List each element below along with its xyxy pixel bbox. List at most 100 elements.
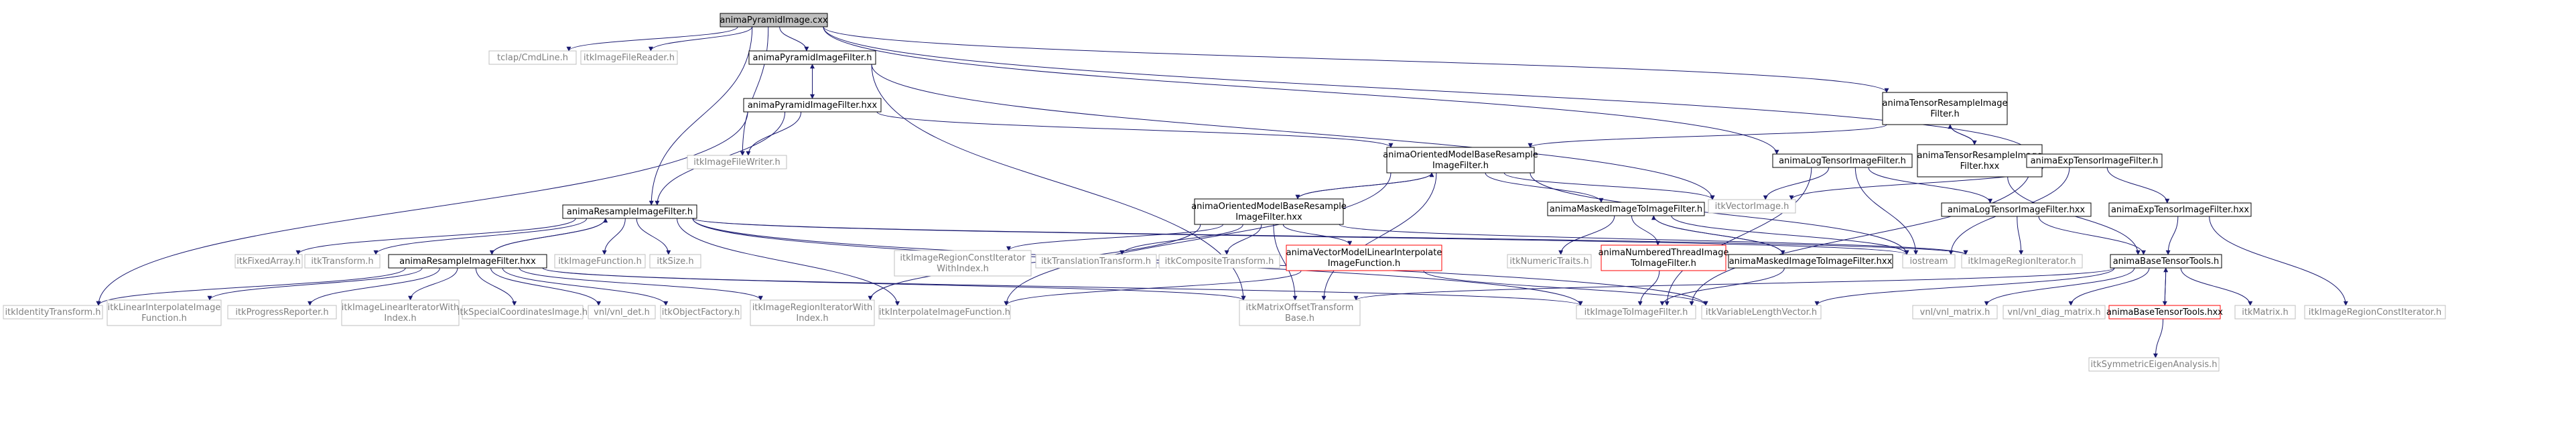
node-box bbox=[748, 50, 876, 65]
edge-animaresampleimagefilter-hxx-to-itkprogressreporter-h bbox=[308, 267, 440, 306]
node-animalogtensorimagefilter-hxx[interactable]: animaLogTensorImageFilter.hxx bbox=[1941, 202, 2092, 217]
edge-animamaskedimagetoimagefilter-hxx-to-itkimagetoimagefilter-h bbox=[1659, 267, 1785, 306]
node-box bbox=[1701, 305, 1822, 320]
node-box bbox=[2110, 254, 2222, 269]
node-label: itkTranslationTransform.h bbox=[1041, 257, 1151, 267]
node-animaexptensorimagefilter-h[interactable]: animaExpTensorImageFilter.h bbox=[2026, 153, 2163, 168]
node-box bbox=[388, 254, 547, 269]
node-animaorientedmodelbaseresampleimagefilter-h[interactable]: animaOrientedModelBaseResampleImageFilte… bbox=[1383, 147, 1538, 173]
node-label: itkSize.h bbox=[657, 257, 693, 267]
node-label: vnl/vnl_diag_matrix.h bbox=[2007, 307, 2100, 317]
edge-animaresampleimagefilter-h-to-itkinterpolateimagefunction-h bbox=[677, 218, 900, 306]
node-box bbox=[1601, 244, 1726, 271]
edge-animalogtensorimagefilter-h-to-itkimagetoimagefilter-h bbox=[1664, 167, 1812, 306]
node-animavectormodellinearinterpolateimagefunction-h[interactable]: animaVectorModelLinearInterpolateImageFu… bbox=[1286, 244, 1442, 271]
edge-animaorientedmodelbaseresampleimagefilter-hxx-to-itkimageregioniterator-h bbox=[1339, 224, 1968, 255]
node-label: animaExpTensorImageFilter.h bbox=[2031, 156, 2159, 166]
node-animabasetensortools-h[interactable]: animaBaseTensorTools.h bbox=[2110, 254, 2222, 269]
node-animapyramidimagefilter-h[interactable]: animaPyramidImageFilter.h bbox=[748, 50, 876, 65]
node-animamaskedimagetoimagefilter-h[interactable]: animaMaskedImageToImageFilter.h bbox=[1547, 202, 1705, 216]
node-label: Function.h bbox=[141, 313, 187, 324]
edge-animapyramidimage-cxx-to-tclap-cmdline-h bbox=[566, 26, 738, 52]
node-animapyramidimagefilter-hxx[interactable]: animaPyramidImageFilter.hxx bbox=[743, 98, 882, 113]
node-itkmatrix-h: itkMatrix.h bbox=[2234, 305, 2296, 320]
edge-animaorientedmodelbaseresampleimagefilter-hxx-to-itkimageregioniteratorwithindex-h bbox=[868, 224, 1201, 301]
node-box bbox=[750, 299, 875, 326]
node-animalogtensorimagefilter-h[interactable]: animaLogTensorImageFilter.h bbox=[1772, 153, 1913, 168]
node-label: itkImageFileReader.h bbox=[584, 53, 675, 63]
edge-animapyramidimagefilter-hxx-to-animaorientedmodelbaseresampleimagefilter-h bbox=[876, 111, 1394, 148]
edge-animaresampleimagefilter-hxx-to-itkobjectfactory-h bbox=[502, 267, 669, 306]
node-box bbox=[894, 250, 1032, 277]
node-label: iostream bbox=[1909, 257, 1948, 267]
node-label: itkImageRegionIterator.h bbox=[1968, 257, 2076, 267]
edge-layer bbox=[96, 26, 2348, 358]
edge-animalogtensorimagefilter-hxx-to-itkimageregioniterator-h bbox=[2017, 216, 2024, 255]
node-animamaskedimagetoimagefilter-hxx[interactable]: animaMaskedImageToImageFilter.hxx bbox=[1728, 254, 1893, 269]
node-box bbox=[743, 98, 882, 113]
edge-animaexptensorimagefilter-h-to-animaexptensorimagefilter-hxx bbox=[2106, 167, 2170, 204]
edge-animapyramidimage-cxx-to-animaexptensorimagefilter-h bbox=[823, 26, 2033, 155]
edge-animaorientedmodelbaseresampleimagefilter-h-to-itkvectorimage-h bbox=[1503, 172, 1715, 200]
node-animaexptensorimagefilter-hxx[interactable]: animaExpTensorImageFilter.hxx bbox=[2108, 202, 2252, 217]
node-box bbox=[720, 13, 828, 27]
edge-animatensorresampleimagefilter-h-to-animaorientedmodelbaseresampleimagefilter-h bbox=[1528, 124, 1887, 148]
edge-animapyramidimage-cxx-to-animaresampleimagefilter-h bbox=[649, 26, 753, 206]
node-itksymmetriceigenanalysis-h: itkSymmetricEigenAnalysis.h bbox=[2088, 357, 2220, 372]
edge-animanumberedthreadimagetoimagefilter-h-to-itkimagetoimagefilter-h bbox=[1637, 270, 1660, 306]
node-label: itkSymmetricEigenAnalysis.h bbox=[2091, 360, 2218, 370]
edge-animapyramidimagefilter-hxx-to-itkimagefilewriter-h bbox=[746, 111, 802, 156]
node-label: itkVariableLengthVector.h bbox=[1706, 307, 1817, 317]
node-box bbox=[562, 204, 697, 219]
node-box bbox=[1576, 305, 1696, 320]
node-label: animaLogTensorImageFilter.h bbox=[1779, 156, 1906, 166]
node-animapyramidimage-cxx[interactable]: animaPyramidImage.cxx bbox=[720, 13, 828, 27]
node-label: itkImageToImageFilter.h bbox=[1584, 307, 1688, 317]
edge-animapyramidimage-cxx-to-animapyramidimagefilter-h bbox=[779, 26, 809, 52]
node-itkprogressreporter-h: itkProgressReporter.h bbox=[227, 305, 337, 320]
node-label: itkCompositeTransform.h bbox=[1165, 257, 1274, 267]
edge-animaresampleimagefilter-h-to-itktransform-h bbox=[373, 218, 588, 255]
node-itkimageregioniterator-h: itkImageRegionIterator.h bbox=[1961, 254, 2083, 269]
edge-animaresampleimagefilter-h-to-itksize-h bbox=[636, 218, 671, 255]
node-label: itkIdentityTransform.h bbox=[5, 307, 100, 317]
node-label: animaLogTensorImageFilter.hxx bbox=[1948, 205, 2085, 215]
node-itkvectorimage-h: itkVectorImage.h bbox=[1708, 199, 1796, 214]
edge-animaresampleimagefilter-hxx-to-itkimagelineariteratorwithindex-h bbox=[408, 267, 458, 301]
node-animabasetensortools-hxx[interactable]: animaBaseTensorTools.hxx bbox=[2106, 305, 2223, 320]
node-tclap-cmdline-h: tclap/CmdLine.h bbox=[488, 50, 577, 65]
edge-animalogtensorimagefilter-h-to-itkvectorimage-h bbox=[1763, 167, 1830, 200]
edge-animaexptensorimagefilter-hxx-to-animabasetensortools-h bbox=[2165, 216, 2179, 255]
node-box bbox=[649, 254, 701, 269]
node-box bbox=[1961, 254, 2083, 269]
node-animaresampleimagefilter-h[interactable]: animaResampleImageFilter.h bbox=[562, 204, 697, 219]
node-iostream: iostream bbox=[1902, 254, 1956, 269]
node-box bbox=[2088, 357, 2220, 372]
node-label: vnl/vnl_det.h bbox=[594, 307, 650, 317]
node-label: itkImageFileWriter.h bbox=[693, 157, 781, 167]
node-label: itkVectorImage.h bbox=[1715, 202, 1789, 212]
node-label: Index.h bbox=[796, 313, 828, 324]
node-box bbox=[234, 254, 303, 269]
node-box bbox=[2026, 153, 2163, 168]
node-label: itkMatrixOffsetTransform bbox=[1246, 303, 1354, 313]
edge-animapyramidimagefilter-hxx-to-itkidentitytransform-h bbox=[96, 111, 748, 306]
node-label: animaNumberedThreadImage bbox=[1599, 248, 1729, 258]
edge-animaresampleimagefilter-hxx-to-animaresampleimagefilter-h bbox=[491, 218, 608, 255]
edge-animavectormodellinearinterpolateimagefunction-h-to-itkinterpolateimagefunction-h bbox=[1004, 270, 1302, 306]
node-box bbox=[1035, 254, 1157, 269]
node-animaresampleimagefilter-hxx[interactable]: animaResampleImageFilter.hxx bbox=[388, 254, 547, 269]
node-box bbox=[1286, 244, 1442, 271]
node-itkimagefilewriter-h: itkImageFileWriter.h bbox=[687, 155, 787, 169]
node-label: animaPyramidImageFilter.h bbox=[753, 53, 872, 63]
node-animaorientedmodelbaseresampleimagefilter-hxx[interactable]: animaOrientedModelBaseResampleImageFilte… bbox=[1191, 198, 1347, 225]
edge-animaorientedmodelbaseresampleimagefilter-h-to-itkinterpolateimagefunction-h bbox=[1004, 172, 1392, 306]
node-label: itkImageRegionIteratorWith bbox=[752, 303, 873, 313]
node-box bbox=[304, 254, 381, 269]
